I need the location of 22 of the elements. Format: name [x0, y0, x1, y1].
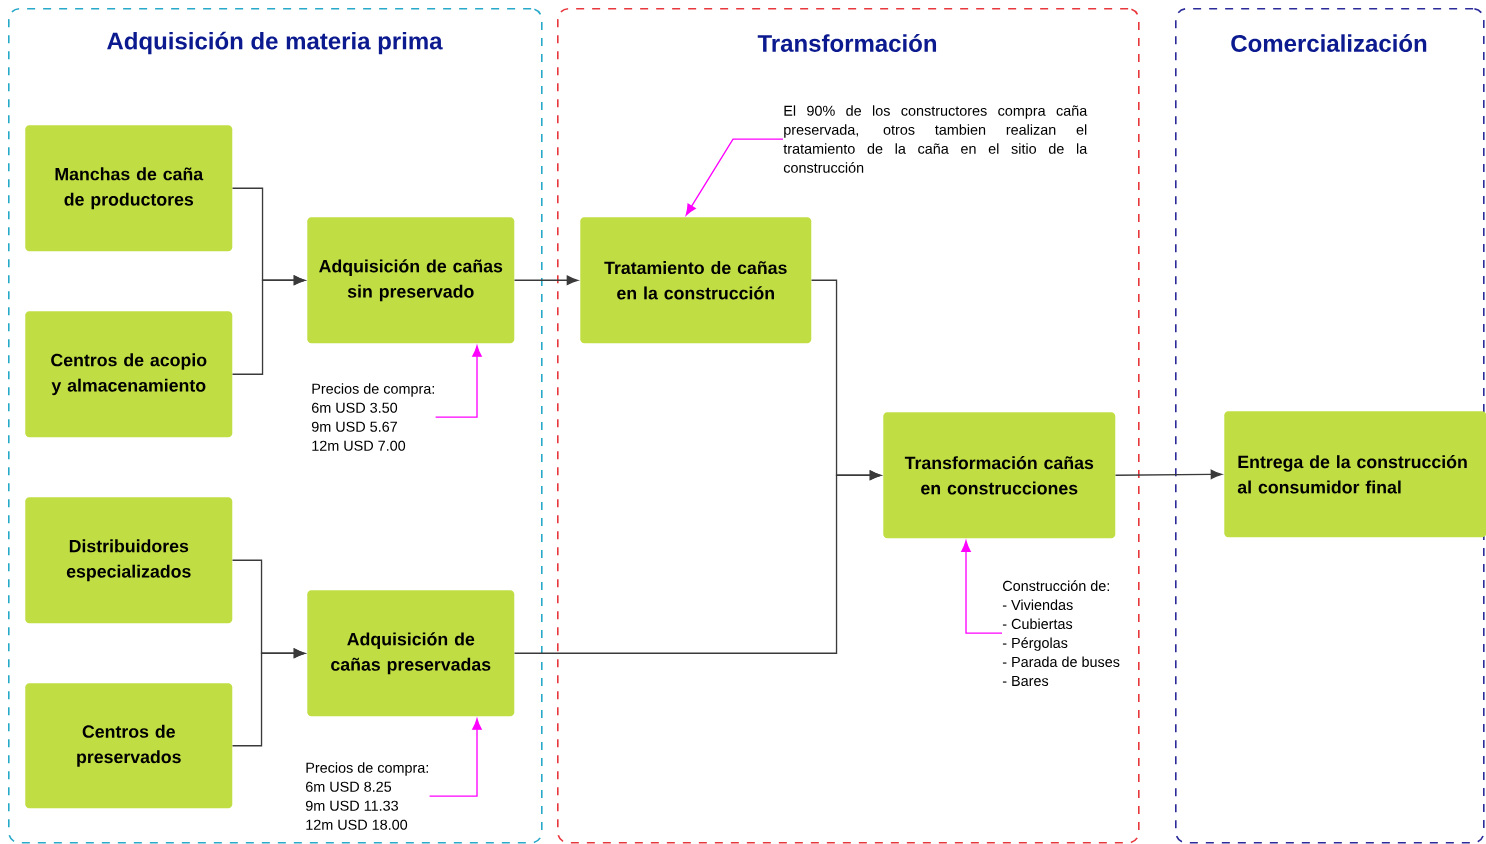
process-box: Distribuidores especializados [25, 497, 233, 624]
note-text: El 90% de los constructores compra caña preservada, otros tambien realizan el tratamiento de la caña en el sitio de la construcción [783, 105, 1088, 173]
arrow [1114, 469, 1223, 480]
leader-arrow [434, 345, 482, 418]
process-box: Centros de preservados [25, 683, 233, 809]
arrow [513, 275, 579, 286]
process-box: Transformación cañas en construcciones [883, 412, 1116, 539]
note-text: Precios de compra: 6m USD 8.25 9m USD 11.33 12m USD 18.00 [305, 762, 428, 830]
leader-arrow [428, 718, 482, 797]
process-box: Adquisición de cañas sin preservado [307, 217, 515, 344]
arrow [231, 648, 306, 747]
process-box: Adquisición de cañas preservadas [307, 590, 515, 717]
arrow [513, 470, 882, 654]
process-box: Entrega de la construcción al consumidor final [1224, 411, 1486, 538]
note-text: Construcción de: - Viviendas - Cubiertas - Pérgolas - Parada de buses - Bares [1002, 580, 1120, 687]
leader-arrow [961, 540, 1003, 634]
arrow [231, 275, 306, 375]
leader-arrow [685, 138, 784, 216]
process-box: Tratamiento de cañas en la construcción [580, 217, 812, 344]
note-text: Precios de compra: 6m USD 3.50 9m USD 5.67 12m USD 7.00 [311, 383, 434, 451]
process-box: Manchas de caña de productores [25, 125, 233, 252]
process-box: Centros de acopio y almacenamiento [25, 311, 233, 438]
